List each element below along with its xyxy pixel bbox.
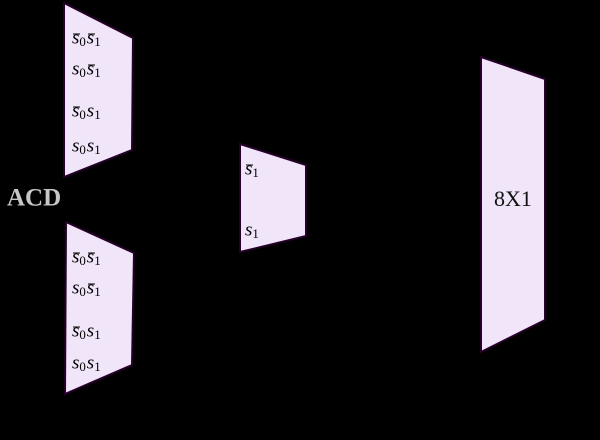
mux-bottom-input-label-2: s0s1	[72, 277, 101, 299]
mux-top-input-label-3: s0s1	[72, 100, 101, 122]
mux-middle-input-label-2: s1	[245, 219, 259, 241]
mux-top-input-label-2: s0s1	[72, 58, 101, 80]
mux-2to1-middle-shape	[239, 142, 307, 254]
mux-bottom-input-label-3: s0s1	[72, 320, 101, 342]
mux-top-input-label-1: s0s1	[72, 27, 101, 49]
mux-middle-input-label-1: s1	[245, 158, 259, 180]
mux-8x1-label: 8X1	[494, 186, 532, 211]
mux-bottom-input-label-1: s0s1	[72, 246, 101, 268]
mux-top-input-label-4: s0s1	[72, 135, 101, 157]
mux-bottom-input-label-4: s0s1	[72, 352, 101, 374]
acd-label: ACD	[7, 184, 62, 212]
mux-4to1-top-shape	[63, 1, 135, 179]
mux-8x1-shape	[480, 55, 546, 354]
mux-4to1-bottom-shape	[63, 220, 136, 396]
